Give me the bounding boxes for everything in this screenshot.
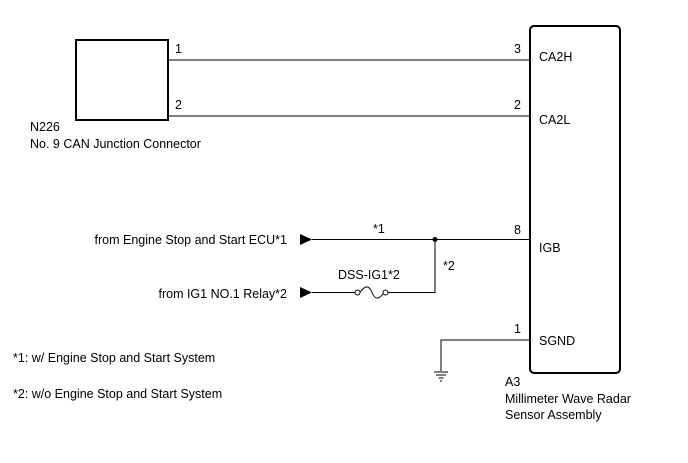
engine-ecu-arrow-icon [300, 234, 312, 245]
ground-icon [434, 371, 448, 382]
ca2h-pin-name: CA2H [539, 50, 572, 64]
ca2l-pin-name: CA2L [539, 113, 570, 127]
ig1-wire-right [388, 239, 436, 293]
variant-mark-2: *2 [443, 259, 455, 273]
ca2h-pin-number: 3 [514, 42, 521, 56]
n226-pin-2: 2 [175, 98, 182, 112]
n226-name: No. 9 CAN Junction Connector [30, 137, 201, 151]
radar-name-line1: Millimeter Wave Radar [505, 392, 631, 406]
engine-ecu-label: from Engine Stop and Start ECU*1 [95, 233, 288, 247]
radar-sensor-box [529, 25, 621, 374]
sgnd-pin-name: SGND [539, 334, 575, 348]
igb-pin-number: 8 [514, 223, 521, 237]
radar-name-line2: Sensor Assembly [505, 408, 602, 422]
sgnd-wire [440, 339, 530, 371]
fuse-label: DSS-IG1*2 [338, 268, 400, 282]
n226-connector-box [75, 39, 169, 121]
radar-code: A3 [505, 375, 520, 389]
igb-pin-name: IGB [539, 241, 561, 255]
n226-pin-1: 1 [175, 42, 182, 56]
note-1: *1: w/ Engine Stop and Start System [13, 351, 215, 365]
ig1-relay-label: from IG1 NO.1 Relay*2 [158, 287, 287, 301]
n226-code: N226 [30, 120, 60, 134]
variant-mark-1: *1 [373, 222, 385, 236]
sgnd-pin-number: 1 [514, 322, 521, 336]
ig1-relay-arrow-icon [300, 287, 312, 298]
fuse-icon [354, 286, 389, 299]
ca2l-pin-number: 2 [514, 98, 521, 112]
note-2: *2: w/o Engine Stop and Start System [13, 387, 222, 401]
